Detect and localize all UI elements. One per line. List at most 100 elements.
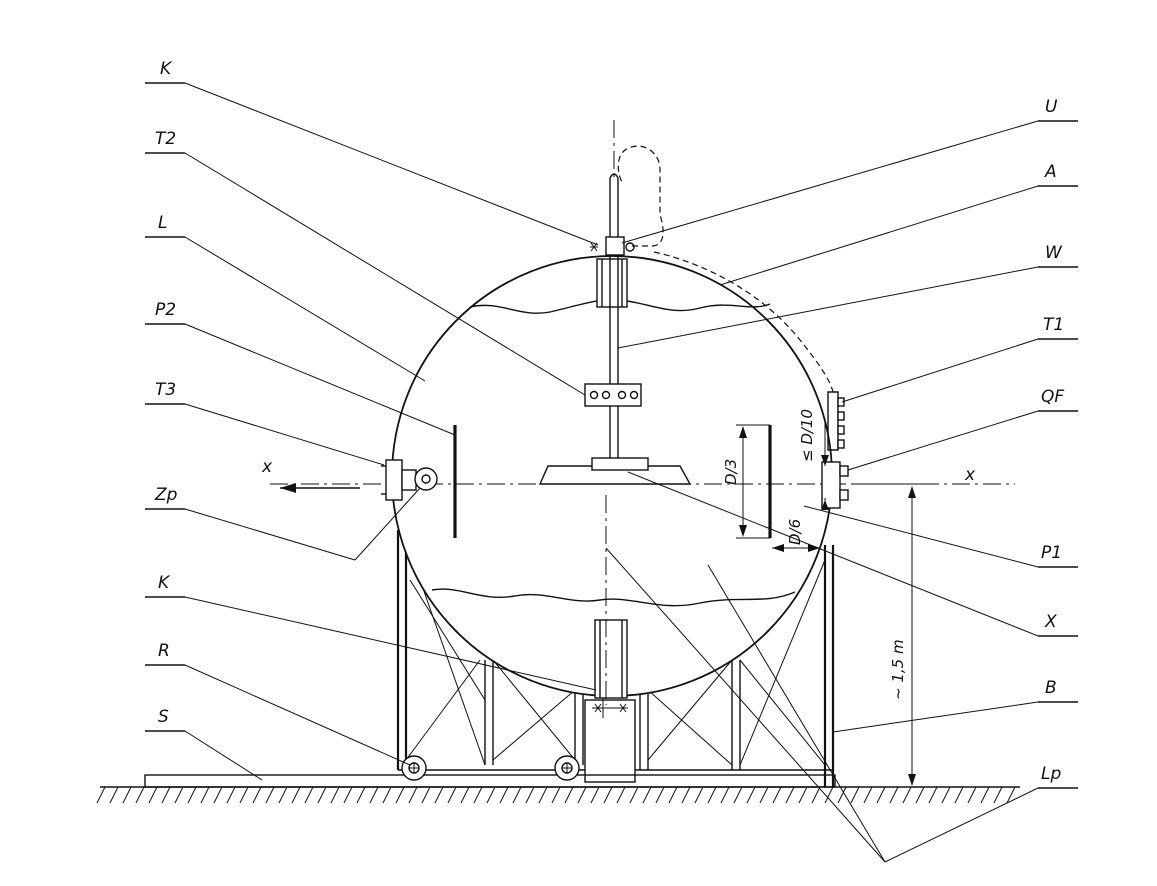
ground-hatch-stroke <box>148 786 158 804</box>
label-t1: T1 <box>1043 315 1064 335</box>
ground-hatch-stroke <box>941 786 951 804</box>
label-k-top: K <box>160 59 173 79</box>
axis-label-right: x <box>964 465 976 485</box>
label-t3: T3 <box>155 380 176 400</box>
base-slab <box>144 774 836 788</box>
wheel-right <box>554 755 580 781</box>
bottom-coupling <box>592 698 628 718</box>
label-u: U <box>1045 97 1058 117</box>
label-zp: Zp <box>154 485 178 505</box>
ground-hatch-stroke <box>473 786 483 804</box>
t2-clamp <box>584 383 642 407</box>
label-lp: Lp <box>1041 764 1061 784</box>
axis-label-left: x <box>261 457 273 477</box>
wheel-left <box>401 755 427 781</box>
central-shaft <box>605 120 619 705</box>
ground-hatch-stroke <box>161 786 171 804</box>
ground-hatch-stroke <box>928 786 938 804</box>
ground-hatch-stroke <box>733 786 743 804</box>
label-s: S <box>158 707 169 727</box>
ground-hatch-stroke <box>824 786 834 804</box>
ground-hatch-stroke <box>239 786 249 804</box>
dim-label-height: ~ 1,5 m <box>889 639 907 700</box>
leader-lines-right <box>605 120 1078 863</box>
ground-hatch-stroke <box>135 786 145 804</box>
ground-hatch-stroke <box>915 786 925 804</box>
label-k-bottom: K <box>158 573 171 593</box>
ground-hatch-stroke <box>616 786 626 804</box>
label-r: R <box>158 641 170 661</box>
ground-hatch-stroke <box>395 786 405 804</box>
ground-hatch-stroke <box>603 786 613 804</box>
bottom-flange <box>594 619 628 699</box>
ground-hatch-stroke <box>551 786 561 804</box>
ground-hatch-stroke <box>499 786 509 804</box>
ground-hatch-stroke <box>538 786 548 804</box>
dim-d6 <box>772 544 820 552</box>
ground-hatch-stroke <box>876 786 886 804</box>
center-pedestal <box>584 699 636 783</box>
ground-hatch-stroke <box>96 786 106 804</box>
ground-hatch-stroke <box>577 786 587 804</box>
ground-hatch-stroke <box>902 786 912 804</box>
ground-hatch-stroke <box>564 786 574 804</box>
ground-hatch-stroke <box>655 786 665 804</box>
ground-hatch-stroke <box>278 786 288 804</box>
ground-hatch-stroke <box>525 786 535 804</box>
leader-lines-left <box>145 82 599 781</box>
label-qf: QF <box>1041 387 1064 407</box>
ground-hatch-stroke <box>291 786 301 804</box>
ground-hatch-stroke <box>967 786 977 804</box>
dim-label-d6: D/6 <box>786 519 804 545</box>
ground-hatch-stroke <box>447 786 457 804</box>
ground-hatch-stroke <box>694 786 704 804</box>
axis-arrow-left <box>280 483 360 493</box>
label-a: A <box>1044 162 1057 182</box>
ground-hatch-stroke <box>707 786 717 804</box>
ground-hatch-stroke <box>889 786 899 804</box>
top-flange <box>596 258 628 308</box>
ground-hatch-stroke <box>681 786 691 804</box>
ground-hatch-stroke <box>187 786 197 804</box>
ground-hatch-stroke <box>1006 786 1016 804</box>
ground-hatch-stroke <box>629 786 639 804</box>
ground-hatch-stroke <box>252 786 262 804</box>
ground-hatch-stroke <box>421 786 431 804</box>
t1-sensor <box>827 391 845 451</box>
ground-hatch-stroke <box>265 786 275 804</box>
label-l: L <box>158 213 167 233</box>
right-port <box>821 461 849 509</box>
ground-hatch-stroke <box>122 786 132 804</box>
ground-hatch-stroke <box>785 786 795 804</box>
ground-hatch-stroke <box>772 786 782 804</box>
ground-hatch-stroke <box>746 786 756 804</box>
ground-hatch-stroke <box>486 786 496 804</box>
label-p1: P1 <box>1041 543 1062 563</box>
ground-hatch-stroke <box>993 786 1003 804</box>
ground-hatch-stroke <box>382 786 392 804</box>
ground <box>96 786 1020 804</box>
ground-hatch-stroke <box>213 786 223 804</box>
ground-hatch-stroke <box>343 786 353 804</box>
ground-hatch-stroke <box>668 786 678 804</box>
ground-hatch-stroke <box>434 786 444 804</box>
ground-hatch-stroke <box>330 786 340 804</box>
ground-hatch-stroke <box>512 786 522 804</box>
label-b: B <box>1045 678 1057 698</box>
ground-hatch-stroke <box>837 786 847 804</box>
ignition-head <box>538 457 692 485</box>
ground-hatch-stroke <box>226 786 236 804</box>
label-t2: T2 <box>155 129 176 149</box>
dim-height <box>852 483 935 786</box>
ground-hatch-stroke <box>642 786 652 804</box>
ground-hatch-stroke <box>174 786 184 804</box>
ground-hatch-stroke <box>720 786 730 804</box>
left-port <box>381 459 438 501</box>
ground-hatch-stroke <box>317 786 327 804</box>
ground-hatch-stroke <box>356 786 366 804</box>
ground-hatch-stroke <box>200 786 210 804</box>
dim-label-d3: D/3 <box>722 459 740 485</box>
ground-hatch-stroke <box>863 786 873 804</box>
